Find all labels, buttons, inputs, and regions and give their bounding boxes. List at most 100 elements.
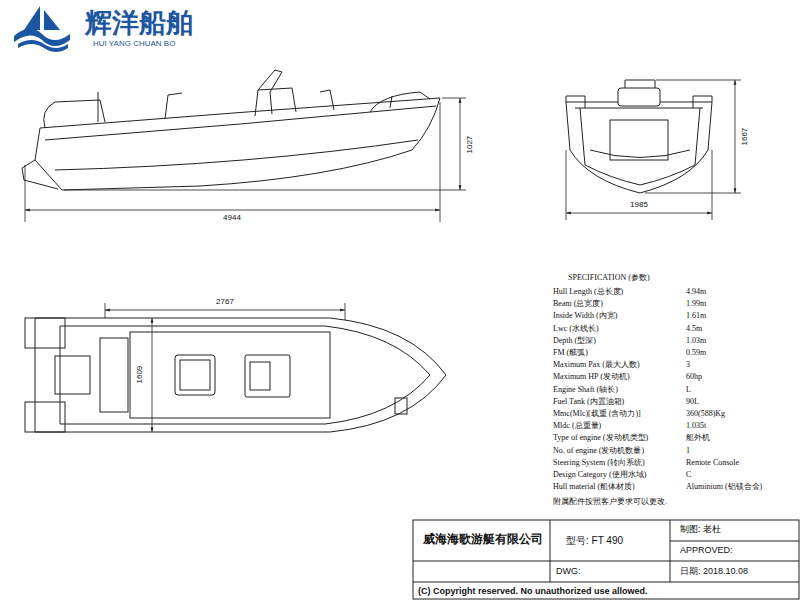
spec-name: Lwc (水线长)	[553, 324, 599, 333]
front-view	[575, 108, 703, 109]
spec-name: Maximum HP (发动机)	[553, 372, 630, 381]
side-view	[320, 90, 334, 110]
spec-name: Engine Shaft (轴长)	[553, 385, 618, 394]
dimension-lines	[25, 98, 466, 222]
spec-value: Remote Console	[686, 458, 739, 467]
dimension-lines	[152, 318, 153, 432]
top-view	[60, 326, 430, 424]
spec-value: 60hp	[686, 372, 702, 381]
spec-name: Type of engine (发动机类型)	[553, 433, 648, 442]
top-view	[250, 362, 270, 390]
top-view	[175, 355, 215, 395]
dimension-text: 1027	[465, 135, 474, 155]
logo-name: 辉洋船舶	[85, 8, 193, 39]
side-view	[44, 100, 105, 128]
spec-value: 1.61m	[686, 311, 706, 320]
dimension-text: 1609	[135, 365, 144, 385]
spec-note: 附属配件按照客户要求可以更改.	[553, 497, 667, 506]
spec-value: 4.5m	[686, 324, 702, 333]
top-view	[55, 356, 90, 394]
spec-name: Hull material (船体材质)	[553, 482, 635, 491]
front-view	[580, 108, 700, 185]
spec-name: Beam (总宽度)	[553, 299, 603, 308]
spec-value: L	[686, 385, 691, 394]
dimension-lines	[460, 98, 461, 190]
dimension-text: 4944	[222, 213, 242, 222]
approved-cell: APPROVED:	[680, 545, 733, 555]
dimension-lines	[735, 80, 736, 193]
top-view	[25, 318, 65, 348]
drawing-cell: DWG:	[556, 566, 581, 576]
dimension-lines	[64, 98, 466, 190]
spec-name: Inside Width (内宽)	[553, 311, 617, 320]
company-logo	[18, 40, 68, 52]
dimension-lines	[566, 150, 712, 220]
dimension-text: 2767	[215, 297, 235, 306]
spec-name: No. of engine (发动机数量)	[553, 446, 644, 455]
spec-value: 1.99m	[686, 299, 706, 308]
spec-value: 3	[686, 360, 690, 369]
spec-name: Steering System (转向系统)	[553, 458, 645, 467]
dimension-lines	[25, 210, 440, 211]
spec-value: 360(588)Kg	[686, 409, 725, 418]
side-view	[255, 70, 282, 116]
company-logo	[24, 6, 40, 30]
spec-name: Depth (型深)	[553, 336, 596, 345]
front-view	[590, 150, 690, 158]
logo-subtitle: HUI YANG CHUAN BO	[93, 39, 175, 48]
top-view	[245, 355, 290, 397]
dimension-lines	[566, 213, 712, 214]
spec-value: 4.94m	[686, 287, 706, 296]
title-block	[413, 520, 799, 599]
spec-value: 1.03m	[686, 336, 706, 345]
spec-value: 0.59m	[686, 348, 706, 357]
dimension-lines	[105, 310, 345, 311]
top-view	[25, 318, 446, 432]
title-block	[413, 520, 799, 599]
spec-value: 1	[686, 446, 690, 455]
side-view	[165, 93, 182, 119]
copyright-note: (C) Copyright reserved. No unauthorized …	[418, 586, 648, 596]
spec-value: C	[686, 470, 691, 479]
top-view	[180, 360, 210, 390]
spec-name: Mmc(Mlc)[载重 (含动力)]	[553, 409, 641, 418]
side-view	[35, 98, 440, 190]
top-view	[25, 402, 65, 432]
side-view	[390, 96, 392, 108]
side-view	[22, 70, 440, 190]
side-view	[45, 106, 436, 140]
front-view	[610, 120, 668, 160]
side-view	[258, 88, 296, 112]
side-view	[55, 140, 418, 170]
top-view	[130, 332, 330, 418]
front-view	[618, 88, 660, 106]
front-view	[566, 102, 712, 193]
spec-name: FM (舷弧)	[553, 348, 588, 357]
top-view	[100, 338, 128, 412]
front-view	[566, 80, 712, 193]
spec-title: SPECIFICATION (参数)	[568, 273, 650, 282]
side-view	[22, 160, 58, 189]
company-name: 威海海歌游艇有限公司	[423, 533, 543, 547]
dimension-lines	[105, 303, 345, 432]
spec-value: 1.035t	[686, 421, 706, 430]
spec-name: Fuel Tank (内置油箱)	[553, 397, 624, 406]
side-view	[98, 92, 99, 122]
company-logo	[14, 6, 70, 52]
spec-name: Hull Length (总长度)	[553, 287, 623, 296]
date-cell: 日期: 2018.10.08	[680, 566, 748, 576]
side-view	[370, 92, 430, 112]
spec-value: 90L	[686, 397, 699, 406]
dimension-lines	[566, 80, 741, 220]
top-view	[395, 398, 407, 414]
spec-name: Design Category (使用水域)	[553, 470, 646, 479]
dimension-text: 1985	[629, 200, 649, 209]
drawn-by-cell: 制图: 老杜	[680, 524, 721, 534]
spec-name: Maximum Pax (最大人数)	[553, 360, 640, 369]
front-view	[566, 96, 712, 108]
dimension-text: 1667	[740, 127, 749, 147]
spec-name: Mldc (总重量)	[553, 421, 601, 430]
company-logo	[44, 10, 60, 30]
front-view	[625, 80, 655, 88]
